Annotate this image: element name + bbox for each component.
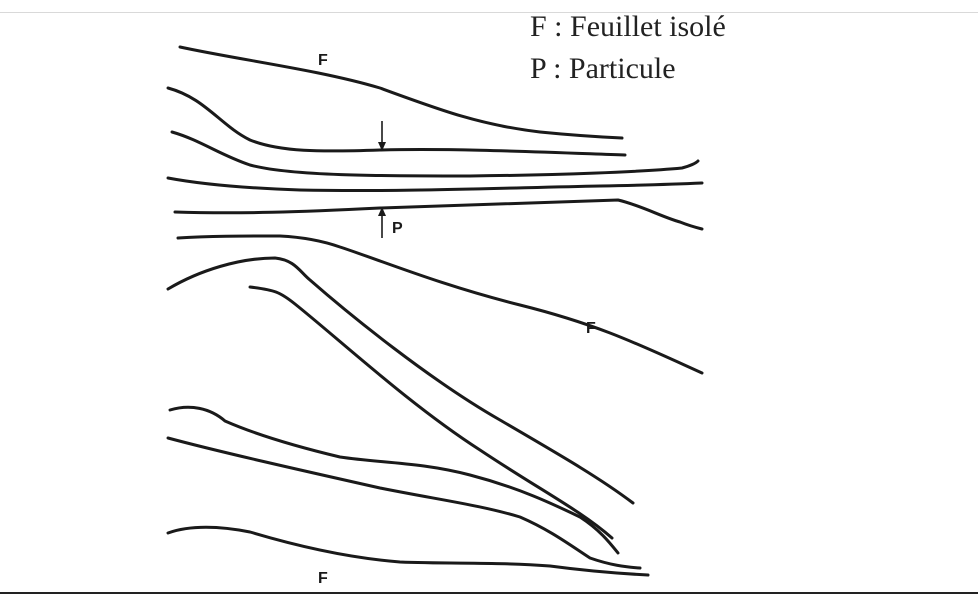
particle-sheet-4	[175, 200, 702, 229]
bent-sheet-inner	[250, 287, 612, 538]
particle-sheet-1	[168, 88, 625, 155]
label-f-top: F	[318, 52, 328, 69]
bottom-sheet	[168, 527, 648, 575]
lower-sheet-2	[168, 438, 640, 568]
label-p: P	[392, 220, 403, 237]
particle-sheet-5	[178, 236, 702, 373]
label-f-middle: F	[586, 320, 596, 337]
label-f-bottom: F	[318, 570, 328, 587]
bottom-rule	[0, 592, 978, 594]
sheet-top-curve	[180, 47, 622, 138]
bent-sheet-outer	[168, 258, 633, 503]
particle-sheet-3	[168, 178, 702, 191]
